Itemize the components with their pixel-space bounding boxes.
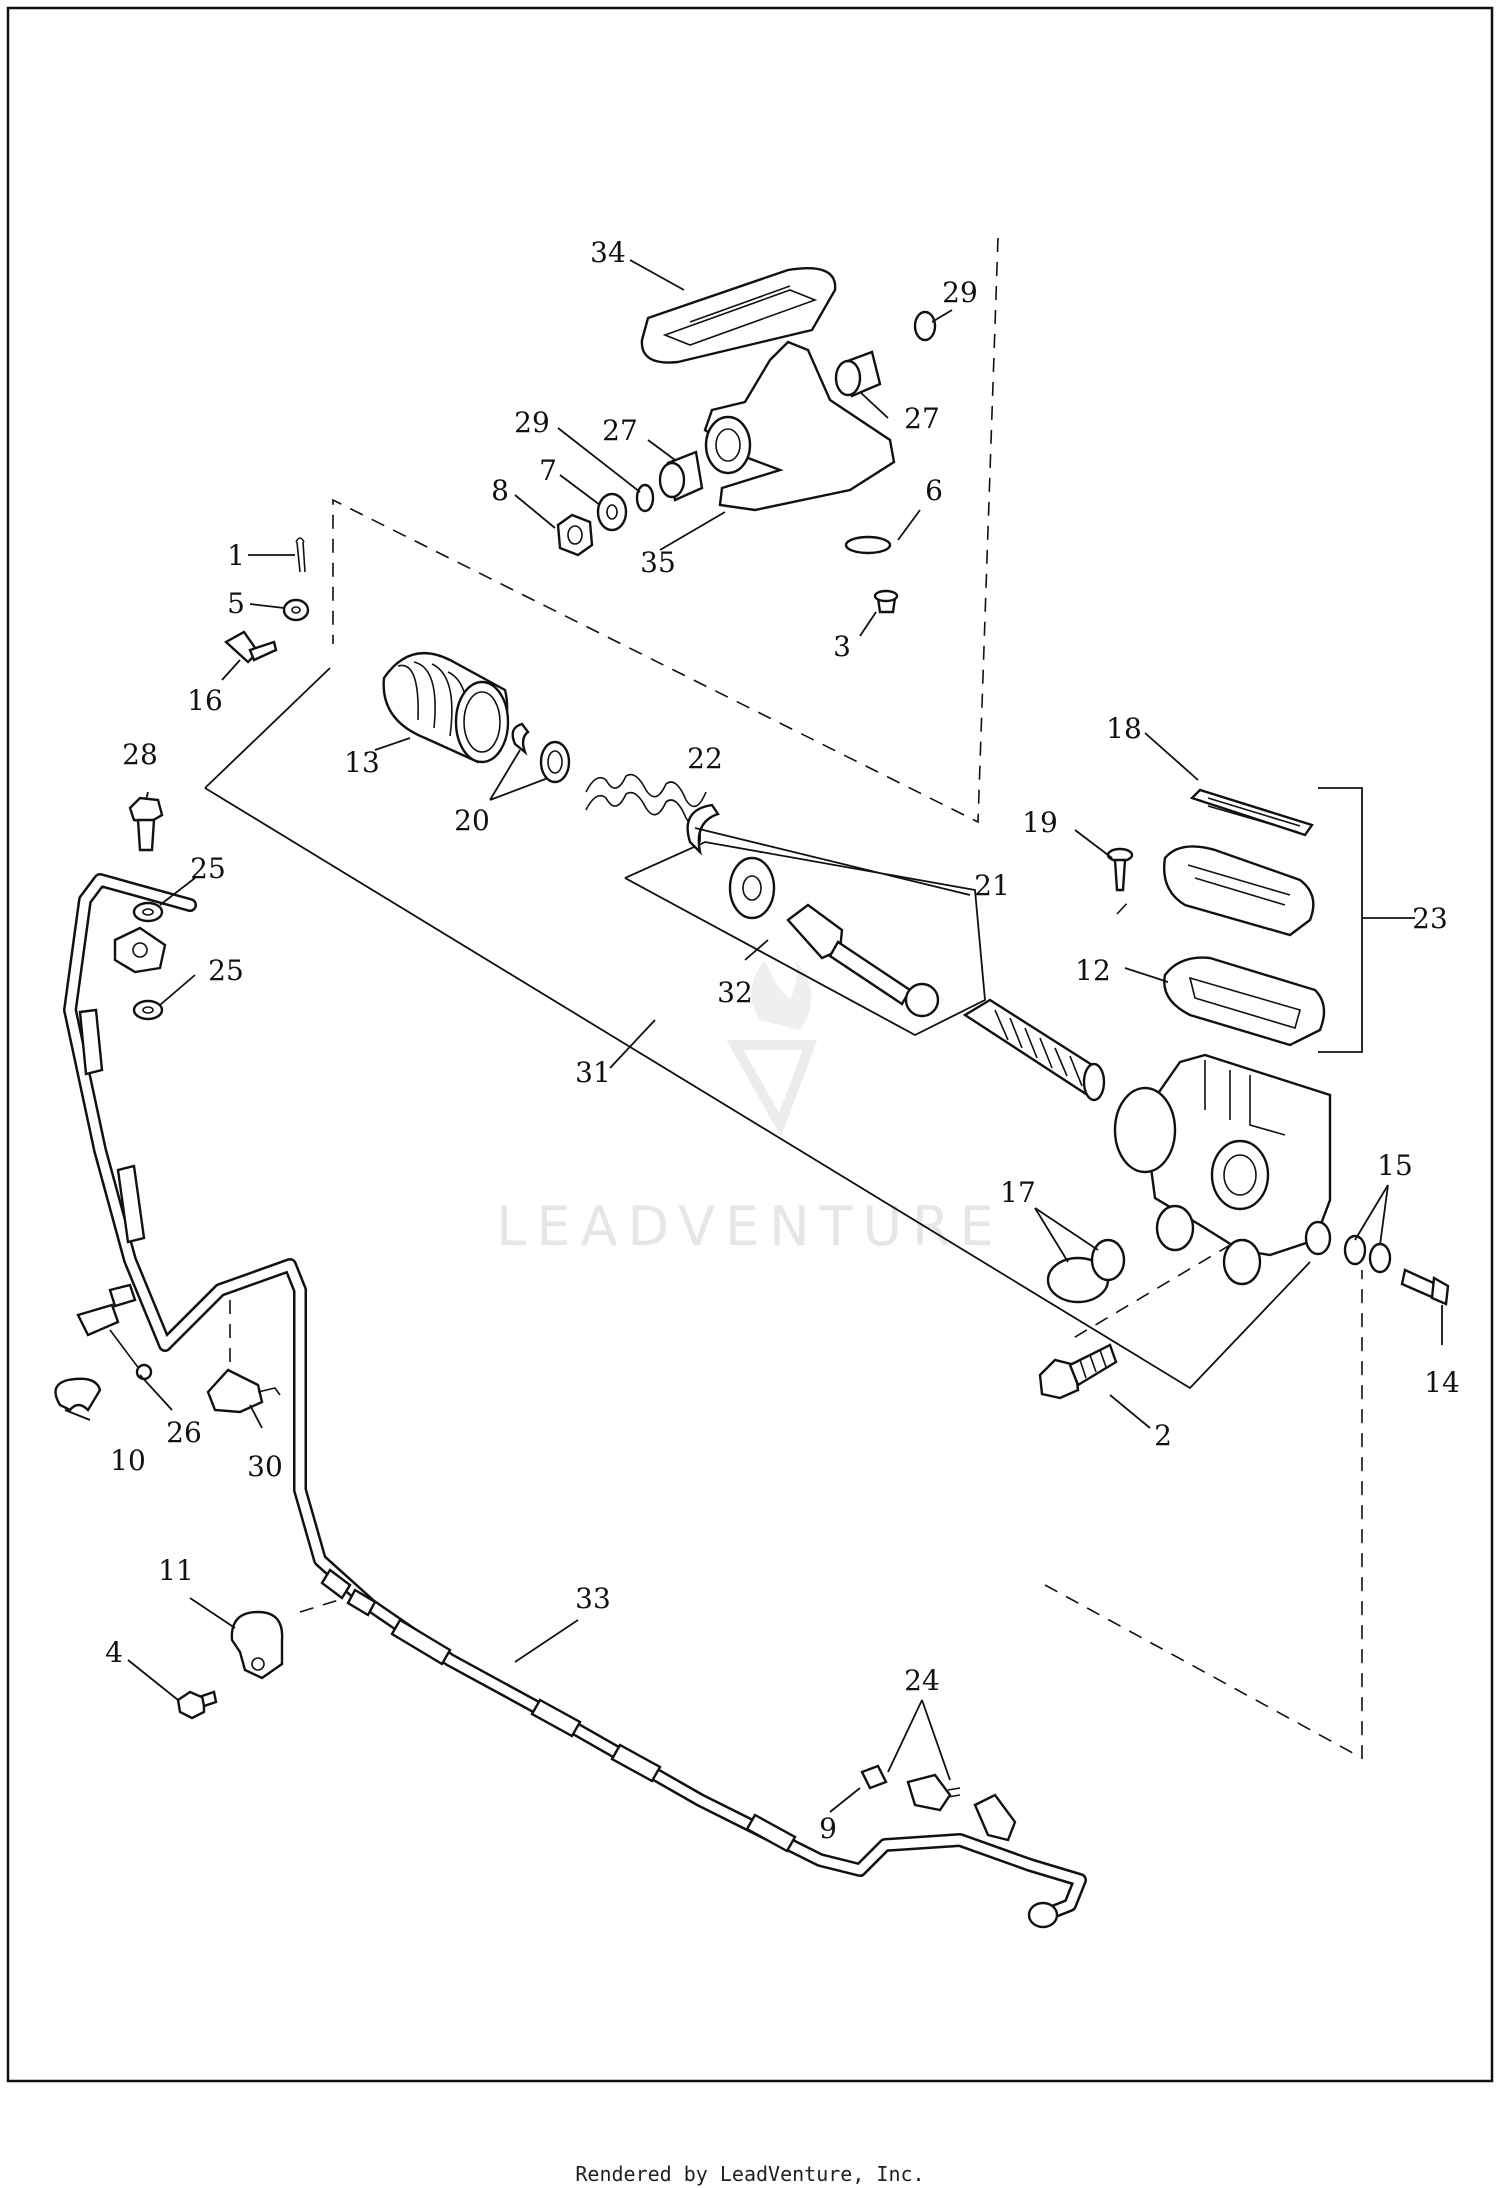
pedal-o-ring-left (635, 483, 655, 513)
pedal-assembly-outline (332, 237, 999, 824)
callout-7: 7 (539, 454, 557, 487)
brake-light-switch (906, 1773, 961, 1812)
pushrod-dust-boot (382, 652, 510, 764)
master-cylinder-piston (962, 998, 1106, 1102)
callout-25a: 25 (190, 852, 226, 885)
upper-banjo-bolt (128, 796, 164, 852)
p-clamp-screw (176, 1690, 218, 1720)
callout-23: 23 (1412, 902, 1448, 935)
banjo-washer-upper (132, 901, 164, 923)
pushrod-group-outline (624, 841, 986, 1037)
callout-15: 15 (1377, 1149, 1413, 1182)
p-clamp (230, 1610, 284, 1680)
callout-12: 12 (1075, 954, 1111, 987)
banjo-bolt (1400, 1268, 1450, 1306)
callout-32: 32 (717, 976, 753, 1009)
brake-line-clip (54, 1377, 102, 1412)
pushrod-clevis-pin (223, 630, 278, 664)
brake-pedal-pad (640, 267, 837, 364)
callout-4: 4 (105, 1636, 123, 1669)
callout-26: 26 (166, 1416, 202, 1449)
bleeder-fitting (860, 1764, 888, 1790)
master-cylinder-group-outline (204, 667, 1311, 1390)
banjo-washer-lower (132, 999, 164, 1021)
bolt-axis-line (1069, 1231, 1253, 1341)
callout-1: 1 (227, 539, 245, 572)
callout-17: 17 (1000, 1176, 1036, 1209)
reservoir-plug (1046, 1238, 1126, 1304)
brake-line (63, 873, 1087, 1929)
callout-10: 10 (110, 1444, 146, 1477)
pedal-stop-washer (844, 535, 892, 555)
banjo-fitting (113, 926, 167, 974)
callout-16: 16 (187, 684, 223, 717)
pedal-nut (556, 513, 594, 557)
callout-labels: 1 2 3 4 5 6 7 8 9 10 11 12 13 14 15 16 1… (105, 236, 1460, 1845)
piston-washer (728, 856, 776, 920)
pedal-o-ring-right (913, 310, 937, 342)
callout-27b: 27 (602, 414, 638, 447)
callout-22: 22 (687, 742, 723, 775)
brake-line-tee (973, 1793, 1017, 1842)
callout-29b: 29 (514, 406, 550, 439)
retaining-washer (539, 740, 571, 784)
pedal-washer (596, 492, 628, 532)
callout-21: 21 (974, 869, 1010, 902)
brake-line-bracket (76, 1283, 153, 1381)
brake-line-clamp (206, 1368, 281, 1414)
reservoir-cover-screw (1106, 847, 1134, 892)
callout-20: 20 (454, 804, 490, 837)
callout-3: 3 (833, 630, 851, 663)
reservoir-diaphragm (1163, 956, 1326, 1047)
watermark: LEADVENTURE (496, 960, 1003, 1258)
callout-19: 19 (1022, 806, 1058, 839)
pedal-bushing-right (834, 350, 882, 398)
clevis-washer (282, 598, 310, 622)
pedal-bushing-left (658, 450, 704, 502)
callout-18: 18 (1106, 712, 1142, 745)
brake-pedal-arm (703, 340, 896, 512)
callout-13: 13 (344, 746, 380, 779)
banjo-bolt-washers (1343, 1234, 1392, 1274)
callout-24: 24 (904, 1664, 940, 1697)
pushrod (786, 903, 940, 1018)
mounting-bolt (1038, 1343, 1118, 1400)
callout-5: 5 (227, 587, 245, 620)
render-credit: Rendered by LeadVenture, Inc. (575, 2162, 925, 2186)
snap-ring (686, 803, 720, 856)
clamp-axis-line (299, 1597, 346, 1613)
reservoir-decal (1189, 788, 1314, 837)
reservoir-bracket (1318, 787, 1363, 1053)
diagram-frame (6, 6, 1494, 2083)
cotter-pin (295, 537, 306, 573)
retaining-ring (511, 722, 530, 756)
callout-35: 35 (640, 546, 676, 579)
callout-14: 14 (1424, 1366, 1460, 1399)
callout-30: 30 (247, 1450, 283, 1483)
callout-27a: 27 (904, 402, 940, 435)
pin-axis-line (1116, 899, 1131, 915)
pedal-clevis-pin (873, 589, 899, 614)
callout-25b: 25 (208, 954, 244, 987)
mounting-bracket-outline (1044, 1270, 1363, 1760)
callout-6: 6 (925, 474, 943, 507)
callout-29a: 29 (942, 276, 978, 309)
callout-31: 31 (575, 1056, 611, 1089)
callout-34: 34 (590, 236, 626, 269)
callout-9: 9 (819, 1812, 837, 1845)
callout-28: 28 (122, 738, 158, 771)
callout-8: 8 (491, 474, 509, 507)
callout-33: 33 (575, 1582, 611, 1615)
master-cylinder-body (1113, 1053, 1332, 1286)
return-spring (585, 773, 707, 826)
callout-2: 2 (1154, 1419, 1172, 1452)
reservoir-cover (1163, 845, 1315, 937)
callout-11: 11 (158, 1554, 194, 1587)
leader-lines (64, 259, 1443, 1813)
watermark-text: LEADVENTURE (496, 1195, 1003, 1258)
